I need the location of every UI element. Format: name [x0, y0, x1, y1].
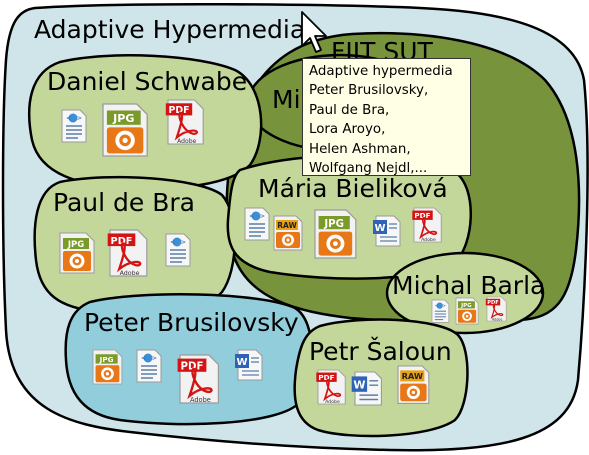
jpg-file-icon	[92, 349, 123, 385]
tooltip-popup: Adaptive hypermedia Peter Brusilovsky, P…	[302, 58, 471, 176]
word-document-icon	[350, 371, 383, 406]
debra-label: Paul de Bra	[53, 188, 195, 217]
raw-file-icon	[273, 215, 303, 251]
jpg-file-icon	[102, 103, 148, 157]
pdf-file-icon	[485, 296, 507, 322]
mouse-cursor-icon	[301, 11, 327, 53]
title-adaptive-hypermedia: Adaptive Hypermedia	[34, 15, 305, 44]
jpg-file-icon	[314, 209, 357, 259]
tooltip-line: Wolfgang Nejdl,...	[309, 161, 428, 177]
pdf-file-icon	[106, 228, 148, 279]
html-document-icon	[244, 207, 270, 241]
brusilovsky-label: Peter Brusilovsky	[84, 308, 299, 337]
word-document-icon	[372, 215, 401, 247]
pdf-file-icon	[315, 369, 347, 406]
tooltip-line: Paul de Bra,	[309, 102, 390, 118]
tooltip-line: Helen Ashman,	[309, 141, 411, 157]
html-document-icon	[136, 349, 162, 383]
pdf-file-icon	[176, 353, 220, 406]
word-document-icon	[234, 349, 263, 381]
pdf-file-icon	[411, 207, 443, 244]
tooltip-line: Lora Aroyo,	[309, 122, 386, 138]
barla-label: Michal Barla	[392, 271, 545, 300]
html-document-icon	[61, 109, 87, 143]
pdf-file-icon	[164, 98, 205, 146]
bielikova-label: Mária Bieliková	[258, 174, 448, 203]
schwabe-label: Daniel Schwabe	[47, 67, 247, 96]
jpg-file-icon	[59, 232, 95, 274]
tooltip-line: Peter Brusilovsky,	[309, 83, 429, 99]
fiit-member-partial-label: Mi	[272, 85, 301, 114]
html-document-icon	[165, 233, 191, 267]
tooltip-line: Adaptive hypermedia	[309, 64, 453, 79]
raw-file-icon	[397, 365, 430, 404]
jpg-file-icon	[455, 297, 479, 325]
html-document-icon	[431, 299, 450, 323]
saloun-label: Petr Šaloun	[309, 336, 452, 366]
